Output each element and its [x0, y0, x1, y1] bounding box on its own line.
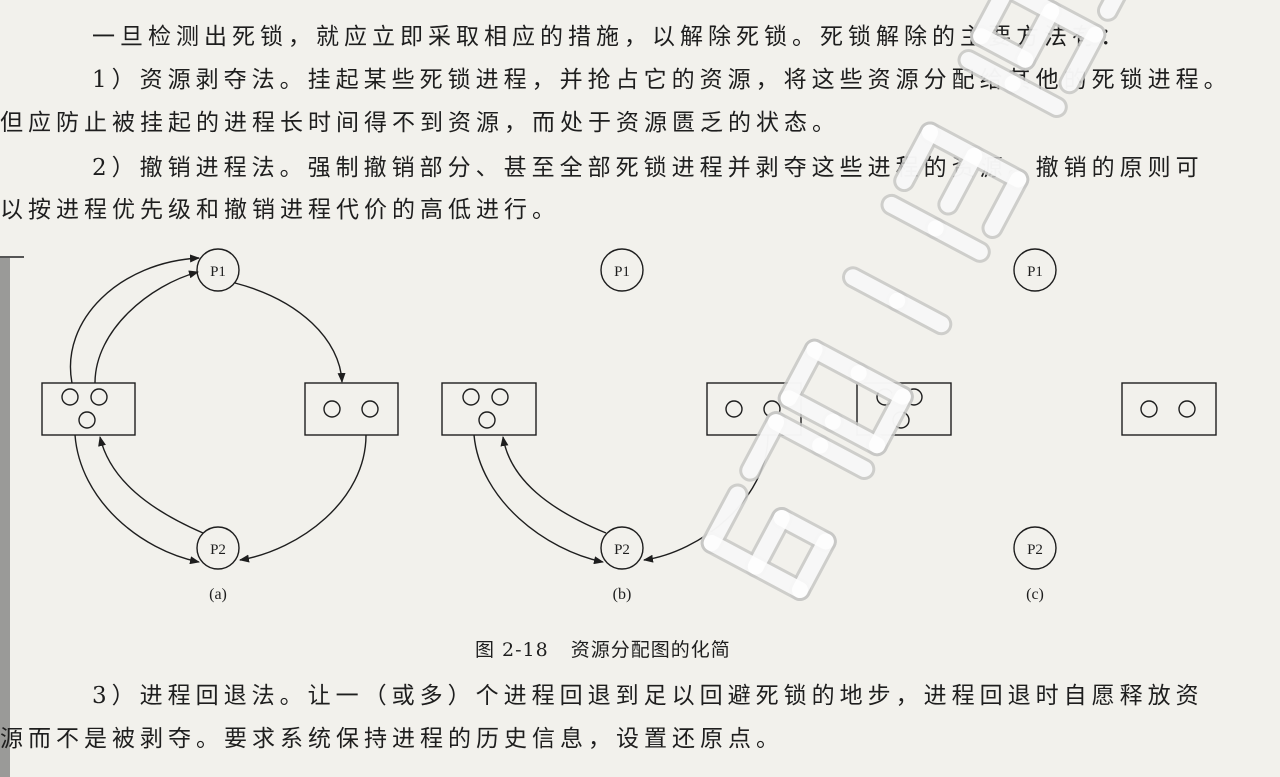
- subfigure-c: [856, 248, 1217, 570]
- resource-r2-node: [304, 382, 399, 436]
- paragraph-2-line-2: 以按进程优先级和撤销进程代价的高低进行。: [0, 197, 560, 223]
- subfigure-label-a: (a): [209, 586, 227, 603]
- p2-label-b: P2: [614, 542, 630, 558]
- p1-label-b: P1: [614, 264, 630, 280]
- figure-number: 图 2-18: [475, 639, 549, 661]
- subfigure-label-b: (b): [613, 586, 632, 603]
- watermark-digit: [1096, 0, 1145, 22]
- process-p1-node: [1013, 248, 1057, 292]
- resource-r1-node: [41, 382, 136, 436]
- edge-r2-p2: [239, 434, 367, 563]
- p2-label-a: P2: [210, 542, 226, 558]
- page-edge-line: [0, 256, 24, 258]
- edge-r1-p2: [473, 434, 604, 565]
- p2-label-c: P2: [1027, 542, 1043, 558]
- paragraph-2-line-1: 2）撤销进程法。强制撤销部分、甚至全部死锁进程并剥夺这些进程的资源。撤销的原则可: [92, 155, 1204, 181]
- resource-r1-node: [441, 382, 537, 436]
- p1-label-a: P1: [210, 264, 226, 280]
- figure-caption: 图 2-18 资源分配图的化简: [475, 635, 731, 662]
- edge-r1-p1-outer: [69, 254, 200, 384]
- process-p1-node: [196, 248, 240, 292]
- resource-r2-node: [1121, 382, 1217, 436]
- paragraph-1-line-1: 1）资源剥夺法。挂起某些死锁进程，并抢占它的资源，将这些资源分配给其他的死锁进程…: [92, 67, 1232, 93]
- resource-allocation-figure: P1 P2 P1 P2 P1 P2 (a) (b) (c): [41, 248, 1217, 603]
- process-p2-node: [196, 526, 240, 570]
- edge-r2-p2: [643, 434, 769, 563]
- subfigure-b: [441, 248, 802, 570]
- paragraph-3-line-1: 3）进程回退法。让一（或多）个进程回退到足以回避死锁的地步，进程回退时自愿释放资: [92, 683, 1204, 709]
- process-p2-node: [600, 526, 644, 570]
- figure-caption-text: 资源分配图的化简: [570, 639, 731, 661]
- paragraph-intro: 一旦检测出死锁，就应立即采取相应的措施，以解除死锁。死锁解除的主要方法有：: [92, 24, 1128, 50]
- p1-label-c: P1: [1027, 264, 1043, 280]
- process-p1-node: [600, 248, 644, 292]
- edge-r1-p2: [74, 434, 200, 565]
- edge-p2-r1: [500, 436, 607, 534]
- subfigure-a: [41, 248, 399, 570]
- resource-r2-node: [706, 382, 802, 436]
- edge-p2-r1: [98, 436, 204, 534]
- edge-r1-p1-inner: [94, 270, 199, 384]
- paragraph-1-line-2: 但应防止被挂起的进程长时间得不到资源，而处于资源匮乏的状态。: [0, 110, 840, 136]
- edge-p1-r2: [234, 282, 346, 383]
- process-p2-node: [1013, 526, 1057, 570]
- paragraph-3-line-2: 源而不是被剥夺。要求系统保持进程的历史信息，设置还原点。: [0, 726, 784, 752]
- subfigure-label-c: (c): [1026, 586, 1044, 603]
- page-edge: [0, 258, 10, 777]
